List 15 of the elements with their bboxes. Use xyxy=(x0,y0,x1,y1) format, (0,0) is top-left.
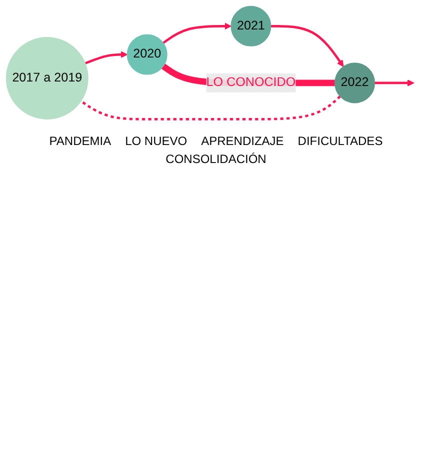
arrow xyxy=(270,24,344,67)
stage-label: CONSOLIDACIÓN xyxy=(166,152,266,166)
node-circle: 2021 xyxy=(230,6,272,46)
stage-label: LO NUEVO xyxy=(125,134,188,148)
node-circle: 2017 a 2019 xyxy=(6,37,88,120)
arrow xyxy=(84,51,128,64)
arrow xyxy=(162,22,232,44)
connector xyxy=(80,96,341,120)
stage-label: PANDEMIA xyxy=(49,134,112,148)
arrow xyxy=(374,79,414,86)
stage-label: DIFICULTADES xyxy=(298,134,383,148)
stage-label: APRENDIZAJE xyxy=(201,134,284,148)
node-circle: 2022 xyxy=(334,62,376,104)
edge-label: LO CONOCIDO xyxy=(206,76,296,90)
node-circle: 2020 xyxy=(126,34,168,75)
